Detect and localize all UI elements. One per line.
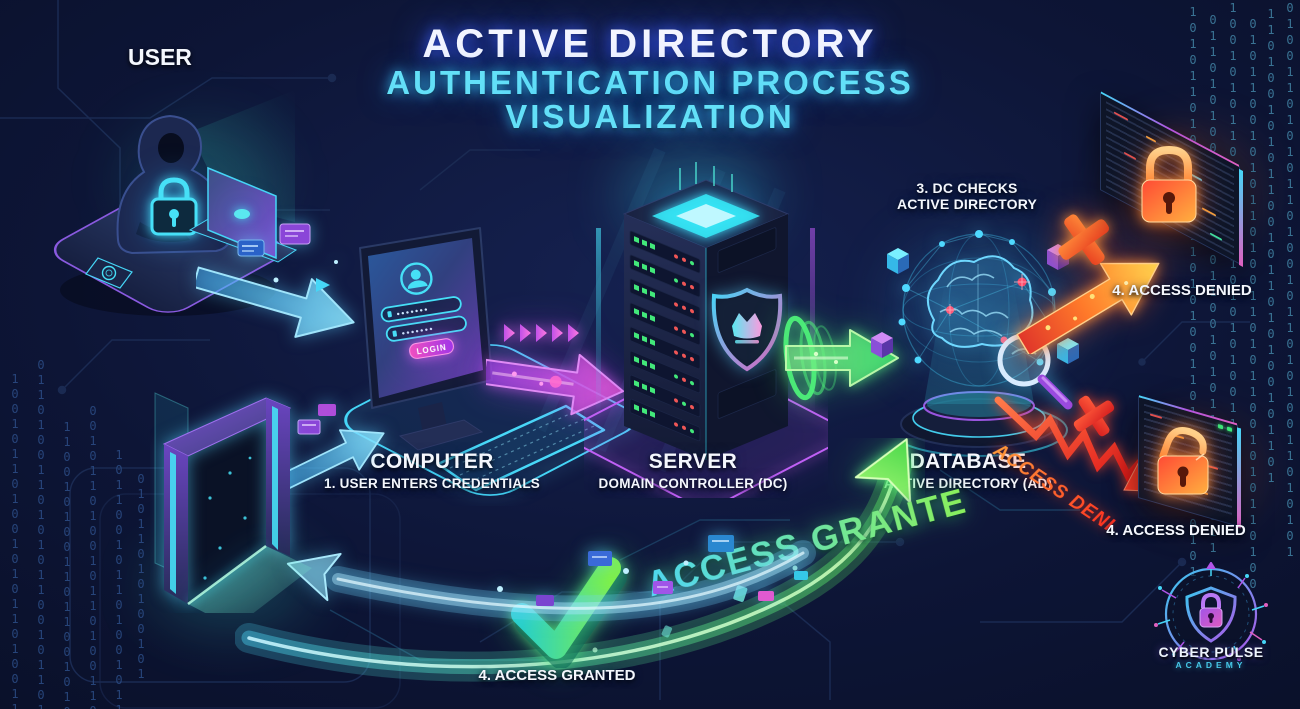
door-frame bbox=[162, 397, 292, 604]
computer-keyboard bbox=[436, 404, 606, 492]
computer-labels: COMPUTER 1. USER ENTERS CREDENTIALS bbox=[317, 450, 547, 491]
computer-step-label: 1. USER ENTERS CREDENTIALS bbox=[324, 476, 540, 491]
granted-label: 4. ACCESS GRANTED bbox=[478, 667, 636, 684]
computer-monitor: ••••••• ••••••• LOGIN bbox=[359, 227, 493, 451]
return-arrow bbox=[286, 535, 816, 622]
server-node bbox=[584, 162, 828, 498]
database-label: DATABASE bbox=[909, 450, 1027, 473]
auth-check-arrow bbox=[783, 315, 899, 401]
server-sublabel: DOMAIN CONTROLLER (DC) bbox=[598, 476, 788, 491]
server-label: SERVER bbox=[648, 450, 738, 473]
denied-top-label: 4. ACCESS DENIED bbox=[1112, 282, 1252, 299]
database-sublabel: ACTIVE DIRECTORY (AD) bbox=[883, 476, 1053, 491]
data-card-icon bbox=[318, 404, 336, 416]
server-top-port bbox=[652, 194, 760, 238]
database-step-line2: ACTIVE DIRECTORY bbox=[896, 196, 1038, 212]
database-labels: DATABASE ACTIVE DIRECTORY (AD) bbox=[863, 450, 1073, 491]
title-line-2: AUTHENTICATION PROCESS bbox=[386, 63, 914, 101]
checkmark-icon bbox=[511, 557, 627, 668]
chevrons-icon bbox=[504, 324, 579, 342]
logo-name: CYBER PULSE bbox=[1158, 644, 1264, 660]
rising-light-lines bbox=[679, 162, 733, 192]
username-field: ••••••• bbox=[380, 296, 462, 323]
shield-crown-icon bbox=[711, 287, 783, 372]
data-packet-icons bbox=[497, 535, 808, 606]
laptop-icon bbox=[188, 166, 298, 263]
code-dash bbox=[1210, 232, 1222, 241]
computer-label: COMPUTER bbox=[370, 450, 494, 473]
login-button: LOGIN bbox=[409, 338, 454, 359]
door-sparkles bbox=[203, 456, 252, 580]
credential-arrow bbox=[196, 223, 355, 338]
code-dash bbox=[1202, 207, 1216, 217]
packet-arrow bbox=[486, 324, 625, 416]
server-led-rows bbox=[629, 230, 701, 442]
data-packet-icons bbox=[237, 223, 338, 292]
denied-bottom-label: 4. ACCESS DENIED bbox=[1106, 522, 1246, 539]
data-shard-icon bbox=[733, 585, 748, 602]
data-cube-icon bbox=[887, 248, 909, 274]
laptop-light-beam bbox=[190, 90, 295, 222]
title-line-1: ACTIVE DIRECTORY bbox=[422, 22, 878, 66]
logo-lock-icon bbox=[1199, 592, 1223, 628]
light-pillar bbox=[596, 228, 601, 418]
lock-icon-top bbox=[1141, 145, 1197, 223]
data-shard-icon bbox=[661, 625, 673, 638]
ad-brain-icon bbox=[927, 255, 1034, 348]
logo-badge bbox=[1154, 562, 1268, 661]
logo-subname: ACADEMY bbox=[1175, 660, 1247, 670]
login-avatar-icon bbox=[400, 262, 433, 295]
green-arrowhead bbox=[854, 438, 912, 504]
database-node bbox=[871, 230, 1079, 457]
door-opening bbox=[188, 420, 266, 604]
logo-circuit-ticks bbox=[1154, 562, 1268, 661]
server-vents bbox=[717, 227, 777, 419]
code-dash bbox=[1114, 111, 1128, 121]
pedestal bbox=[890, 391, 1072, 457]
x-icon-top bbox=[1058, 214, 1109, 265]
password-field: ••••••• bbox=[385, 315, 467, 342]
chest-lock-icon bbox=[150, 177, 198, 236]
data-card-icon bbox=[297, 419, 321, 435]
database-step-line1: 3. DC CHECKS bbox=[916, 180, 1018, 196]
x-icon-bottom bbox=[1073, 395, 1115, 437]
open-lock-icon bbox=[1157, 426, 1209, 495]
door-floor-glow bbox=[188, 546, 312, 613]
title-line-3: VISUALIZATION bbox=[505, 97, 795, 135]
door-threshold bbox=[187, 544, 267, 606]
entry-arrow bbox=[278, 404, 385, 491]
granted-curve-arrow bbox=[235, 438, 912, 682]
denied-arrow-top bbox=[1016, 262, 1160, 354]
user-label-top: USER bbox=[128, 44, 192, 70]
fingerprint-phone-icon bbox=[85, 257, 133, 289]
door bbox=[154, 392, 312, 613]
hooded-user-icon bbox=[116, 114, 232, 255]
login-form: ••••••• ••••••• LOGIN bbox=[380, 262, 467, 359]
data-cube-icon bbox=[871, 332, 893, 358]
code-dash bbox=[1150, 413, 1162, 419]
user-figure bbox=[53, 90, 298, 316]
page-title: ACTIVE DIRECTORY AUTHENTICATION PROCESS … bbox=[0, 22, 1300, 135]
data-cube-icon bbox=[1057, 338, 1079, 364]
server-labels: SERVER DOMAIN CONTROLLER (DC) bbox=[593, 450, 793, 491]
database-step-note: 3. DC CHECKS ACTIVE DIRECTORY bbox=[867, 178, 1067, 212]
